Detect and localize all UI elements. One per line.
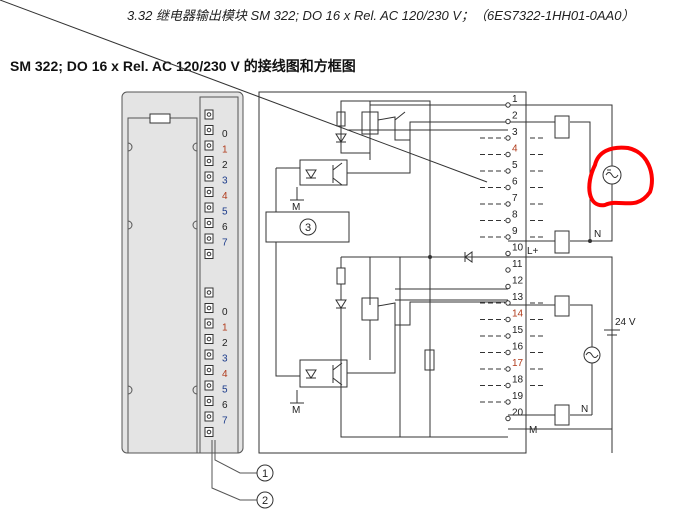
module-terminal: [204, 109, 214, 120]
highlight-annotation: [587, 145, 654, 208]
terminal-number: 6: [512, 177, 518, 188]
terminal-4: [505, 151, 511, 158]
module-channel-label: 2: [222, 160, 228, 171]
m-label-lower: M: [292, 405, 300, 416]
module-terminal: [204, 334, 214, 344]
module-terminal: [204, 218, 214, 228]
terminal-6: [505, 184, 511, 191]
terminal-number: 5: [512, 160, 518, 171]
module-terminal: [204, 411, 214, 422]
module-terminal: [204, 187, 214, 197]
terminal-7: [505, 201, 511, 207]
module-terminal: [204, 427, 214, 437]
module-terminal: [204, 349, 214, 360]
terminal-number: 11: [512, 259, 523, 270]
terminal-number: 14: [512, 309, 524, 320]
module-channel-label: 4: [222, 369, 228, 380]
module-terminal: [204, 233, 214, 244]
terminal-13: [505, 300, 511, 306]
terminal-20: [505, 415, 511, 422]
terminal-17: [505, 366, 511, 372]
terminal-number: 18: [512, 375, 524, 386]
module-terminal: [204, 303, 214, 313]
terminal-number: 12: [512, 276, 524, 287]
module-latch: [149, 113, 171, 124]
module-channel-label: 3: [222, 354, 228, 365]
figure-title: SM 322; DO 16 x Rel. AC 120/230 V 的接线图和方…: [10, 58, 356, 74]
terminal-16: [505, 349, 511, 356]
terminal-9: [505, 234, 511, 240]
terminal-number: 4: [512, 144, 518, 155]
terminal-number: 1: [512, 94, 518, 105]
module-channel-label: 3: [222, 176, 228, 187]
m-label-terminal-20: M: [529, 425, 537, 436]
module-terminal: [204, 202, 214, 213]
terminal-3: [505, 135, 511, 141]
module-terminal: [204, 249, 214, 259]
module-channel-label: 6: [222, 400, 228, 411]
callout-2-label: 2: [262, 495, 268, 507]
module-terminal: [204, 171, 214, 182]
module-terminal: [204, 396, 214, 406]
terminal-number: 17: [512, 358, 524, 369]
terminal-15: [505, 333, 511, 339]
module-channel-label: 0: [222, 307, 228, 318]
terminal-number: 19: [512, 391, 524, 402]
callout-1-label: 1: [262, 468, 268, 480]
module-channel-label: 1: [222, 323, 228, 334]
block-diagram-frame: [258, 91, 527, 454]
callout-1: [256, 464, 274, 482]
24v-label: 24 V: [615, 317, 636, 328]
terminal-19: [505, 399, 511, 405]
module-channel-label: 5: [222, 385, 228, 396]
module-terminal: [204, 125, 214, 135]
module-channel-label: 0: [222, 129, 228, 140]
module-terminal: [204, 318, 214, 329]
section-header: 3.32 继电器输出模块 SM 322; DO 16 x Rel. AC 120…: [127, 8, 635, 23]
callout-2: [256, 491, 274, 509]
terminal-number: 8: [512, 210, 518, 221]
block-3-label: 3: [305, 222, 311, 234]
terminal-8: [505, 217, 511, 224]
terminal-number: 3: [512, 127, 518, 138]
terminal-5: [505, 168, 511, 174]
module-channel-label: 7: [222, 238, 228, 249]
module-channel-label: 1: [222, 145, 228, 156]
n-label-upper: N: [594, 229, 601, 240]
module-channel-label: 5: [222, 207, 228, 218]
module-channel-label: 6: [222, 222, 228, 233]
terminal-number: 7: [512, 193, 518, 204]
terminal-number: 16: [512, 342, 524, 353]
module-channel-label: 2: [222, 338, 228, 349]
module-channel-label: 4: [222, 191, 228, 202]
module-terminal: [204, 380, 214, 391]
module-door: [127, 117, 198, 454]
terminal-1: [505, 102, 511, 108]
m-label-upper: M: [292, 202, 300, 213]
terminal-10: [505, 250, 511, 257]
terminal-number: 20: [512, 408, 524, 419]
lplus-label: L+: [527, 246, 539, 257]
terminal-number: 10: [512, 243, 524, 254]
terminal-number: 9: [512, 226, 518, 237]
module-terminal: [204, 365, 214, 375]
terminal-11: [505, 267, 511, 273]
terminal-number: 13: [512, 292, 524, 303]
n-label-lower: N: [581, 404, 588, 415]
terminal-2: [505, 118, 511, 125]
module-terminal: [204, 156, 214, 166]
terminal-number: 2: [512, 111, 518, 122]
module-channel-label: 7: [222, 416, 228, 427]
terminal-14: [505, 316, 511, 323]
terminal-18: [505, 382, 511, 389]
module-terminal: [204, 287, 214, 298]
terminal-number: 15: [512, 325, 524, 336]
module-terminal: [204, 140, 214, 151]
terminal-12: [505, 283, 511, 290]
